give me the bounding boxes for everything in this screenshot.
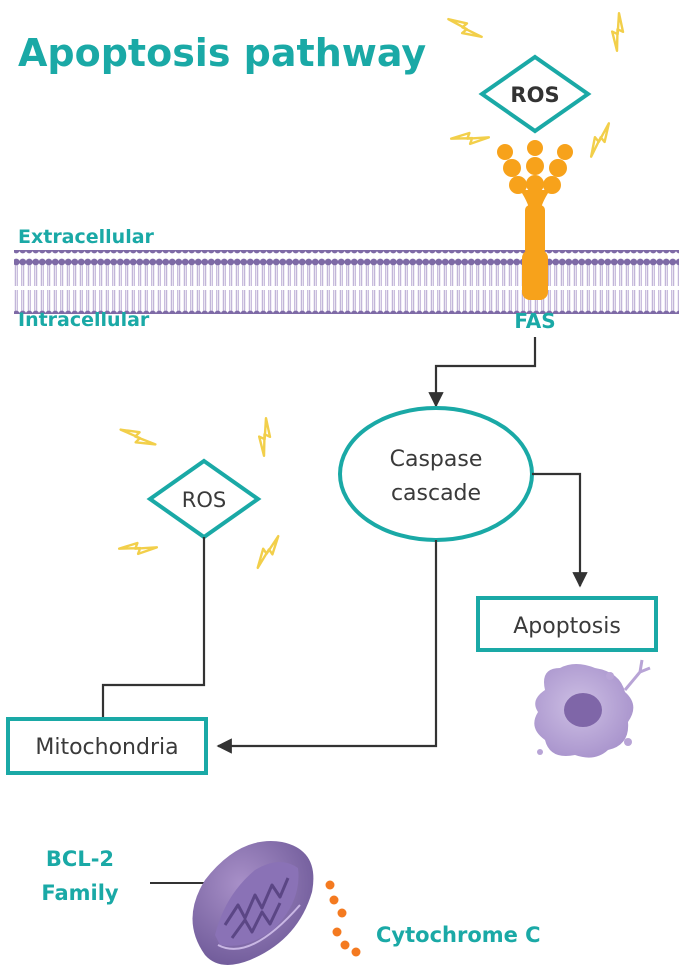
ros-top-label: ROS: [510, 83, 559, 107]
apoptosis-label: Apoptosis: [513, 614, 621, 639]
apoptotic-cell-icon: [534, 659, 651, 758]
mitochondrion-icon: [192, 841, 314, 965]
cytochrome-label: Cytochrome C: [376, 923, 541, 947]
cell-membrane: [14, 250, 679, 314]
lightning-bolt-icon: [119, 428, 157, 446]
bcl2-label-line1: BCL-2: [46, 847, 114, 871]
ros-mid-label: ROS: [182, 488, 226, 512]
mitochondria-label: Mitochondria: [35, 735, 178, 760]
lightning-bolt-icon: [257, 416, 272, 458]
bcl2-label-line2: Family: [41, 881, 119, 905]
mitochondria-node: Mitochondria: [6, 717, 208, 775]
extracellular-label: Extracellular: [18, 226, 155, 248]
apoptosis-node: Apoptosis: [476, 596, 658, 652]
cytochrome-dots-icon: [325, 880, 361, 957]
lightning-bolt-icon: [449, 131, 491, 146]
fas-receptor-icon: [497, 140, 573, 300]
arrow-caspase-to-apoptosis: [532, 472, 588, 588]
lightning-bolt-icon: [589, 122, 611, 158]
diagram-title: Apoptosis pathway: [18, 31, 426, 75]
lightning-bolt-icon: [610, 11, 625, 53]
arrow-fas-to-caspase: [428, 337, 537, 408]
caspase-label-line2: cascade: [391, 481, 481, 506]
fas-label: FAS: [514, 309, 555, 333]
caspase-cascade-node: Caspase cascade: [338, 406, 534, 542]
line-ros-to-mitochondria: [101, 537, 206, 718]
ros-mid-node: ROS: [146, 458, 262, 540]
caspase-label-line1: Caspase: [390, 447, 483, 472]
mid-ros-bolts: [117, 416, 280, 570]
lightning-bolt-icon: [447, 17, 483, 39]
top-ros-bolts: [447, 11, 625, 158]
lightning-bolt-icon: [117, 541, 159, 556]
arrow-caspase-to-mitochondria: [216, 540, 438, 754]
ros-top-node: ROS: [478, 54, 592, 134]
lightning-bolt-icon: [256, 534, 280, 570]
intracellular-label: Intracellular: [18, 309, 150, 331]
